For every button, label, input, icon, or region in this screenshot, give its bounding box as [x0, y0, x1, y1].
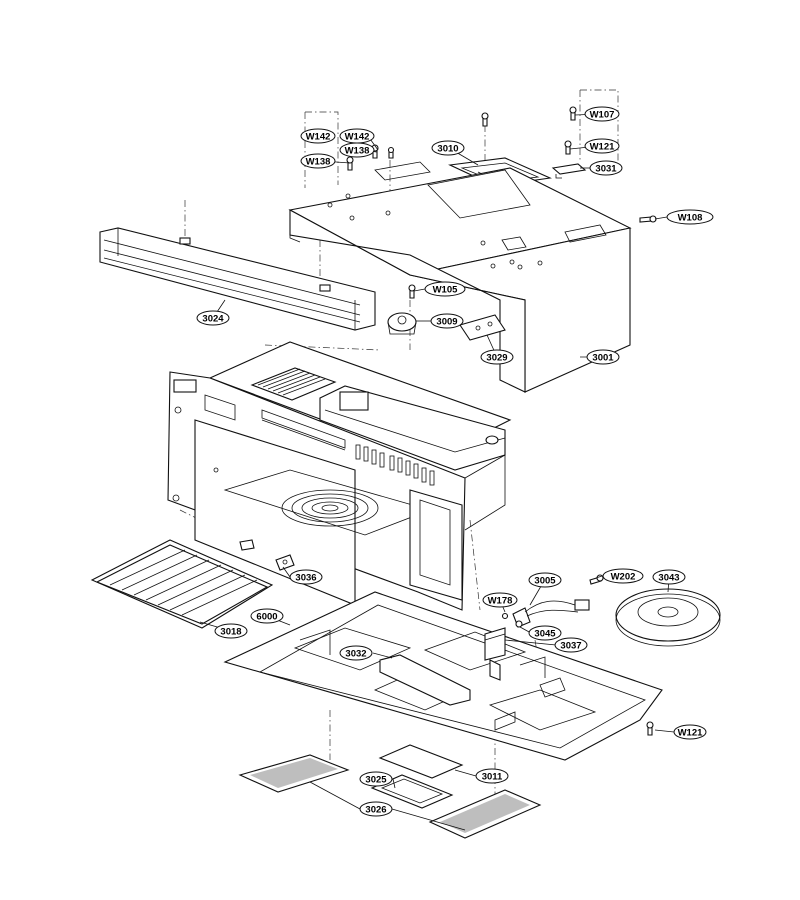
label-w107: W107	[584, 106, 620, 122]
label-w142-a-text: W142	[306, 132, 331, 143]
label-w178-text: W178	[488, 596, 513, 607]
label-w108-text: W108	[678, 213, 703, 224]
part-3031-bracket	[551, 163, 587, 179]
label-3009-text: 3009	[436, 317, 457, 328]
part-3029-bracket	[459, 314, 506, 341]
part-3011-lamp-cover	[378, 744, 464, 779]
label-3036-text: 3036	[295, 573, 316, 584]
label-3045-text: 3045	[534, 629, 556, 640]
label-3005: 3005	[528, 572, 562, 588]
label-w142-b: W142	[339, 128, 375, 144]
label-3024-text: 3024	[202, 314, 224, 325]
label-3025: 3025	[359, 771, 393, 787]
label-w121-top-text: W121	[590, 142, 616, 153]
label-3031-text: 3031	[595, 164, 617, 175]
label-3010-text: 3010	[437, 144, 458, 155]
label-3018: 3018	[214, 623, 248, 639]
part-3026-grease-filters	[238, 754, 542, 839]
label-3010: 3010	[431, 140, 465, 156]
label-3037-text: 3037	[560, 641, 581, 652]
label-3037: 3037	[554, 637, 588, 653]
label-w202: W202	[602, 568, 644, 584]
part-3005-wire-harness	[512, 599, 590, 628]
label-w142-a: W142	[300, 128, 336, 144]
label-3026: 3026	[359, 801, 393, 817]
label-3026-text: 3026	[365, 805, 386, 816]
label-3031: 3031	[589, 160, 623, 176]
label-6000-text: 6000	[256, 612, 277, 623]
label-w121-bottom-text: W121	[678, 728, 704, 739]
label-3025-text: 3025	[365, 775, 387, 786]
label-w138-a: W138	[339, 142, 375, 158]
label-w138-a-text: W138	[345, 146, 370, 157]
label-w107-text: W107	[590, 110, 615, 121]
label-3045: 3045	[528, 625, 562, 641]
oven-cavity-chassis	[167, 341, 512, 611]
label-3029-text: 3029	[486, 353, 507, 364]
label-3032: 3032	[339, 645, 373, 661]
label-3029: 3029	[480, 349, 514, 365]
label-w142-b-text: W142	[345, 132, 370, 143]
label-w138-b-text: W138	[306, 157, 331, 168]
part-3036-latch	[239, 539, 295, 571]
label-w105-text: W105	[433, 285, 459, 296]
label-w108: W108	[666, 209, 714, 225]
top-screws	[346, 106, 657, 299]
label-3018-text: 3018	[220, 627, 241, 638]
label-6000: 6000	[250, 608, 284, 624]
label-3001-text: 3001	[592, 353, 614, 364]
label-3032-text: 3032	[345, 649, 366, 660]
part-3009-motor	[387, 312, 417, 335]
label-w121-top: W121	[584, 138, 620, 154]
part-3018-rack	[90, 539, 274, 629]
label-3024: 3024	[196, 310, 230, 326]
label-3043-text: 3043	[658, 573, 679, 584]
label-3001: 3001	[586, 349, 620, 365]
part-3043-glass-tray	[615, 588, 721, 647]
label-3011: 3011	[475, 768, 509, 784]
label-3011-text: 3011	[482, 772, 503, 783]
part-3001-outer-case	[288, 161, 632, 393]
label-w178: W178	[482, 592, 518, 608]
label-3009: 3009	[430, 313, 464, 329]
part-3037-coupler	[484, 627, 506, 681]
part-3024-vent-grille	[99, 227, 376, 331]
label-3043: 3043	[652, 569, 686, 585]
label-w121-bottom: W121	[673, 724, 707, 740]
label-w138-b: W138	[300, 153, 336, 169]
part-6000-bottom-plate	[223, 591, 663, 761]
label-3005-text: 3005	[534, 576, 556, 587]
label-3036: 3036	[289, 569, 323, 585]
label-w202-text: W202	[611, 572, 636, 583]
label-w105: W105	[424, 281, 466, 297]
